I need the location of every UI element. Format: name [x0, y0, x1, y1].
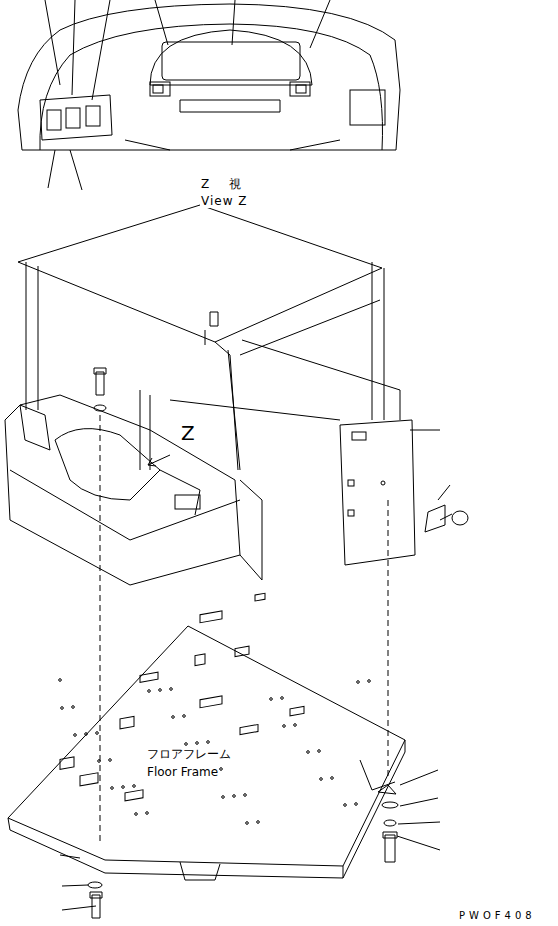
floor-hole	[235, 646, 249, 656]
floor-hole	[120, 716, 134, 728]
floor-hole	[240, 725, 258, 735]
floor-bolt-hole	[207, 741, 210, 744]
floor-bolt-hole	[233, 795, 236, 798]
floor-bolt-hole	[246, 822, 249, 825]
floor-bolt-hole	[320, 778, 323, 781]
floor-bolt-hole	[294, 724, 297, 727]
floor-bolt-hole	[85, 733, 88, 736]
floor-hole	[200, 611, 222, 623]
floor-bolt-hole	[331, 777, 334, 780]
floor-bolt-hole	[59, 679, 62, 682]
floor-bolt-hole	[357, 681, 360, 684]
view-label: View Z	[200, 195, 249, 208]
part-name: フロアフレーム	[146, 748, 232, 761]
floor-bolt-hole	[172, 716, 175, 719]
floor-bolt-hole	[170, 688, 173, 691]
floor-hole	[200, 696, 222, 708]
floor-bolt-hole	[111, 787, 114, 790]
bolts-and-washers	[60, 368, 440, 918]
floor-bolt-hole	[368, 680, 371, 683]
floor-bolt-hole	[257, 821, 260, 824]
floor-hole	[80, 773, 98, 786]
floor-bolt-hole	[61, 707, 64, 710]
floor-bolt-hole	[318, 750, 321, 753]
floor-bolt-hole	[183, 715, 186, 718]
floor-bolt-hole	[72, 706, 75, 709]
floor-bolt-hole	[159, 689, 162, 692]
floor-bolt-hole	[244, 794, 247, 797]
view-letter: Z	[180, 422, 196, 444]
floor-hole	[195, 654, 205, 666]
floor-bolt-hole	[283, 725, 286, 728]
floor-frame	[8, 593, 405, 880]
floor-bolt-hole	[122, 786, 125, 789]
part-name: Floor Frame	[146, 766, 219, 779]
view-arrow	[148, 455, 170, 466]
floor-bolt-hole	[355, 803, 358, 806]
floor-bolt-hole	[133, 785, 136, 788]
operator-console	[5, 395, 262, 585]
floor-bolt-hole	[74, 734, 77, 737]
dashboard-view	[18, 0, 400, 190]
floor-bolt-hole	[220, 768, 223, 771]
floor-bolt-hole	[344, 804, 347, 807]
view-label: Z 視	[200, 178, 246, 191]
floor-hole	[290, 706, 304, 715]
floor-bolt-hole	[109, 759, 112, 762]
floor-bolt-hole	[96, 732, 99, 735]
floor-bolt-hole	[270, 698, 273, 701]
floor-hole	[125, 790, 143, 801]
floor-hole	[60, 757, 74, 769]
floor-bolt-hole	[222, 796, 225, 799]
floor-bolt-hole	[281, 697, 284, 700]
floor-bolt-hole	[146, 812, 149, 815]
floor-hole	[140, 672, 158, 682]
floor-hole	[255, 593, 265, 601]
floor-bolt-hole	[185, 743, 188, 746]
floor-bolt-hole	[148, 690, 151, 693]
floor-bolt-hole	[135, 813, 138, 816]
drawing-number: PWOF408	[458, 910, 537, 921]
floor-bolt-hole	[196, 742, 199, 745]
floor-bolt-hole	[307, 751, 310, 754]
side-panel	[340, 420, 468, 565]
